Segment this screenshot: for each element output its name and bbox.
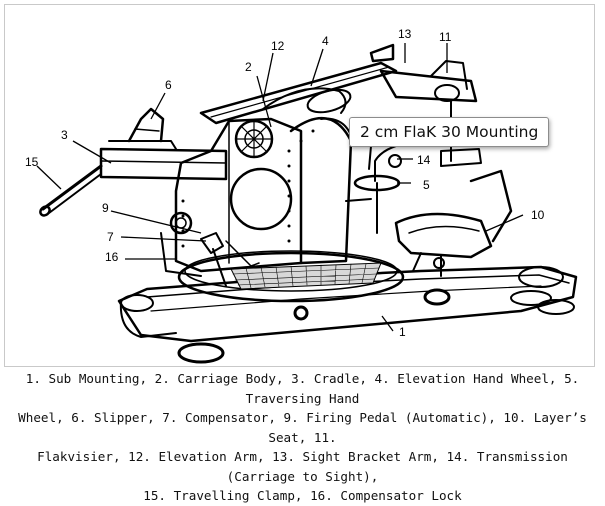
callout-7: 7 [107, 230, 114, 244]
mounting-illustration [39, 43, 578, 364]
callout-15: 15 [25, 155, 39, 169]
callout-3: 3 [61, 128, 68, 142]
callout-13: 13 [398, 27, 412, 41]
caption-line: 15. Travelling Clamp, 16. Compensator Lo… [143, 488, 462, 503]
callout-10: 10 [531, 208, 545, 222]
callout-6: 6 [165, 78, 172, 92]
image-title-tooltip: 2 cm FlaK 30 Mounting [349, 117, 550, 147]
callout-12: 12 [271, 39, 285, 53]
callout-14: 14 [417, 153, 431, 167]
callout-5: 5 [423, 178, 430, 192]
caption-line: Flakvisier, 12. Elevation Arm, 13. Sight… [37, 449, 568, 484]
callout-2: 2 [245, 60, 252, 74]
callout-11: 11 [439, 30, 452, 44]
caption-line: 1. Sub Mounting, 2. Carriage Body, 3. Cr… [25, 371, 580, 406]
figure-caption: 1. Sub Mounting, 2. Carriage Body, 3. Cr… [0, 369, 605, 506]
caption-line: Wheel, 6. Slipper, 7. Compensator, 9. Fi… [18, 410, 587, 445]
callout-16: 16 [105, 250, 119, 264]
flak-mounting-drawing: 1 2 3 4 5 6 7 9 10 11 12 13 14 15 16 [25, 27, 578, 364]
callout-4: 4 [322, 34, 329, 48]
callout-1: 1 [399, 325, 406, 339]
callout-numbers: 1 2 3 4 5 6 7 9 10 11 12 13 14 15 16 [25, 27, 545, 339]
platform-grating [230, 262, 382, 290]
callout-9: 9 [102, 201, 109, 215]
diagram-frame: 1 2 3 4 5 6 7 9 10 11 12 13 14 15 16 [4, 4, 595, 367]
callout-leaders [36, 43, 524, 332]
